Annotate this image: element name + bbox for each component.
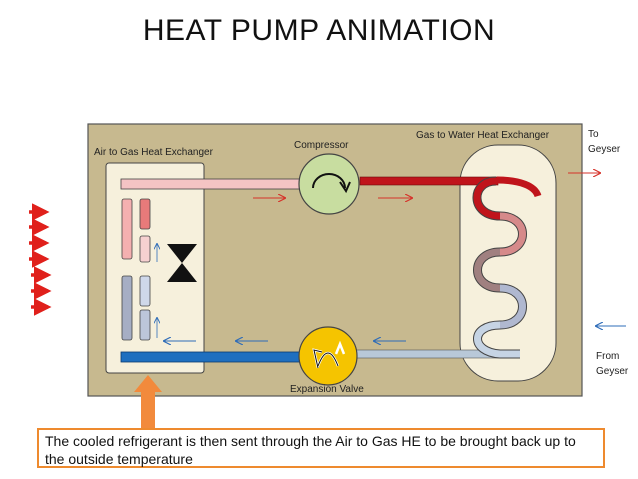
bowtie-valve — [167, 244, 197, 282]
hx-tube-4 — [121, 275, 133, 341]
gas-water-exchanger-box — [459, 144, 557, 382]
coil-segment-4 — [499, 284, 526, 329]
to-geyser-label-2: Geyser — [588, 144, 621, 155]
compressor-rotation-icon — [312, 173, 346, 189]
air-inflow-arrows — [29, 203, 52, 316]
to-geyser-label-1: To — [588, 129, 599, 140]
coil-exit — [496, 176, 542, 198]
coil-segment-3 — [474, 248, 501, 292]
hx-tube-5 — [139, 275, 151, 307]
gas-water-exchanger-label: Gas to Water Heat Exchanger — [416, 130, 550, 141]
hx-tube-2 — [139, 198, 151, 230]
expansion-valve-circle — [298, 326, 358, 386]
compressor-circle — [298, 153, 360, 215]
hot-pipe — [359, 176, 499, 186]
hx-tube-1 — [121, 198, 133, 260]
compressor-label: Compressor — [294, 140, 349, 151]
caption-box: The cooled refrigerant is then sent thro… — [37, 428, 605, 468]
air-gas-exchanger-label: Air to Gas Heat Exchanger — [94, 147, 213, 158]
from-geyser-label-2: Geyser — [596, 366, 629, 377]
page-title: HEAT PUMP ANIMATION — [142, 14, 496, 47]
highlight-arrow — [134, 375, 162, 430]
coil-segment-2 — [499, 212, 526, 256]
coil-segment-1 — [473, 177, 501, 220]
hx-tube-3 — [139, 235, 151, 263]
coil-segment-5 — [474, 321, 520, 358]
cold-pipe — [120, 351, 302, 363]
hx-tube-6 — [139, 309, 151, 341]
suction-pipe — [120, 178, 302, 190]
expansion-valve-label: Expansion Valve — [290, 384, 364, 395]
from-geyser-label-1: From — [596, 351, 620, 362]
